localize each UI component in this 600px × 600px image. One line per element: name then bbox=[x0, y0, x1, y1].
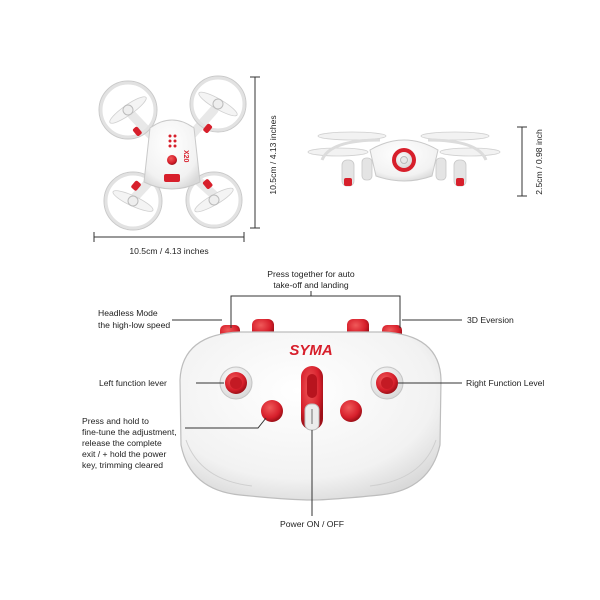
top-height-label: 10.5cm / 4.13 inches bbox=[268, 115, 278, 194]
trim-label-line3: release the complete bbox=[82, 438, 162, 448]
drone-side-view bbox=[307, 131, 501, 187]
dimension-top-height bbox=[250, 76, 260, 229]
drone-model-label: X20 bbox=[182, 150, 189, 163]
trim-label-line4: exit / + hold the power bbox=[82, 449, 166, 459]
right-lever-label: Right Function Level bbox=[466, 378, 544, 388]
trim-label-line5: key, trimming cleared bbox=[82, 460, 163, 470]
trim-button-left bbox=[261, 400, 283, 422]
trim-button-right bbox=[340, 400, 362, 422]
trim-label-line2: fine-tune the adjustment, bbox=[82, 427, 177, 437]
controller: SYMA bbox=[179, 319, 442, 501]
dimension-top-width bbox=[93, 232, 245, 242]
trim-label-line1: Press and hold to bbox=[82, 416, 149, 426]
takeoff-label-line2: take-off and landing bbox=[273, 280, 349, 290]
dimension-side-height bbox=[517, 126, 527, 197]
brand-logo: SYMA bbox=[289, 342, 332, 359]
propeller-guard bbox=[99, 76, 246, 230]
drone-top-view: X20 bbox=[98, 75, 247, 231]
headless-label-line1: Headless Mode bbox=[98, 308, 158, 318]
top-width-label: 10.5cm / 4.13 inches bbox=[129, 246, 208, 256]
eversion-label: 3D Eversion bbox=[467, 315, 514, 325]
headless-label-line2: the high-low speed bbox=[98, 320, 170, 330]
left-lever-label: Left function lever bbox=[99, 378, 167, 388]
takeoff-label-line1: Press together for auto bbox=[267, 269, 355, 279]
power-label: Power ON / OFF bbox=[280, 519, 344, 529]
callout-lines bbox=[172, 291, 462, 516]
side-height-label: 2.5cm / 0.98 inch bbox=[534, 129, 544, 195]
